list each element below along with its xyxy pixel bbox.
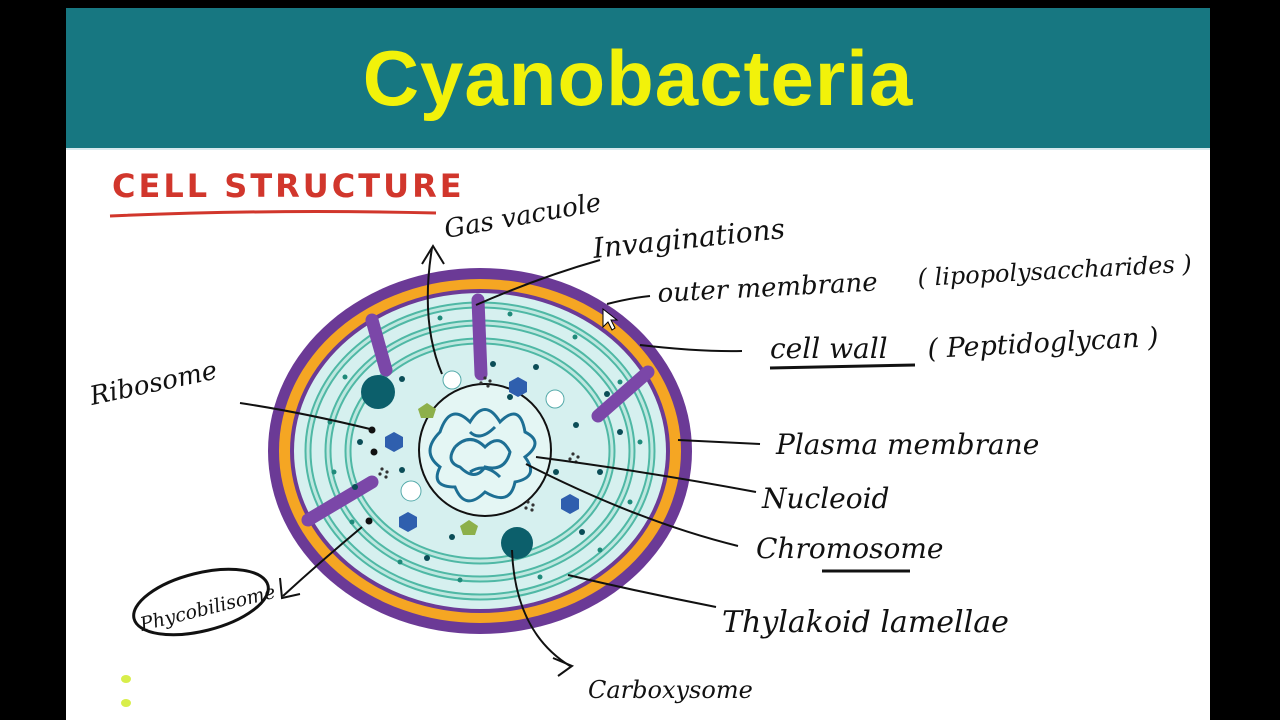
plasma-membrane-label: Plasma membrane <box>775 428 1039 461</box>
title-banner: Cyanobacteria <box>66 8 1210 148</box>
slide-title: Cyanobacteria <box>362 33 914 122</box>
gas-vacuole-label: Gas vacuole <box>442 188 604 245</box>
phycobilisome-circle <box>132 567 270 637</box>
polyribosome-clusters <box>378 376 580 512</box>
plasma-membrane-pointer <box>677 439 761 445</box>
ribosome-pointer <box>239 402 371 430</box>
carboxysome-arrowhead <box>552 657 575 677</box>
label-pointers <box>239 244 916 677</box>
cell-structure-heading: CELL STRUCTURE <box>112 167 465 205</box>
carboxysome-label: Carboxysome <box>588 676 753 704</box>
invaginations-label: Invaginations <box>590 212 786 265</box>
cell-diagram: CELL STRUCTURE <box>86 167 1193 707</box>
gas-vacuole <box>442 370 462 390</box>
nucleoid-pointer <box>535 456 757 493</box>
nucleoid-label: Nucleoid <box>761 482 889 515</box>
heading-underline <box>109 210 437 218</box>
gas-vacuole-arrowhead <box>421 244 445 265</box>
slide-frame: Cyanobacteria CELL STRUCTURE <box>66 8 1210 720</box>
hexagon-inclusions <box>385 377 579 532</box>
phycobilisome-pointer <box>282 526 363 597</box>
phycobilisome-arrowhead <box>279 577 301 600</box>
chromosome-pointer <box>525 463 739 547</box>
peptidoglycan-label: ( Peptidoglycan ) <box>927 322 1160 365</box>
outer-membrane-pointer <box>606 295 651 305</box>
thylakoid-dots <box>327 311 643 583</box>
whiteboard: CELL STRUCTURE <box>66 148 1210 720</box>
cell-wall-label: cell wall <box>770 332 888 365</box>
ribosome-marker <box>368 426 376 434</box>
marker-dot <box>121 699 131 707</box>
mouse-cursor-icon <box>602 307 619 331</box>
phycobilisome-marker <box>365 517 373 525</box>
chromosome-label: Chromosome <box>756 532 943 565</box>
pentagon-inclusions <box>418 403 478 535</box>
thylakoid-pointer <box>567 574 717 608</box>
invaginations <box>301 293 655 527</box>
ribosomes <box>352 361 623 561</box>
marker-dot <box>121 675 131 683</box>
invaginations-pointer <box>475 259 601 306</box>
thylakoid-lamellae-label: Thylakoid lamellae <box>722 605 1009 640</box>
cell-wall-pointer <box>639 344 743 353</box>
cell-wall-underline <box>769 363 916 370</box>
ribosome-marker <box>370 448 378 456</box>
carboxysome <box>361 375 395 409</box>
carboxysome-pointer <box>511 549 571 667</box>
carboxysome <box>501 527 533 559</box>
outer-membrane-label: outer membrane <box>657 268 879 309</box>
ribosome-label: Ribosome <box>86 356 220 412</box>
gas-vacuole-pointer <box>426 247 443 375</box>
chromosome <box>428 408 537 503</box>
gas-vacuole <box>400 480 422 502</box>
gas-vacuole <box>545 389 565 409</box>
lipopolysaccharides-label: ( lipopolysaccharides ) <box>917 250 1193 292</box>
